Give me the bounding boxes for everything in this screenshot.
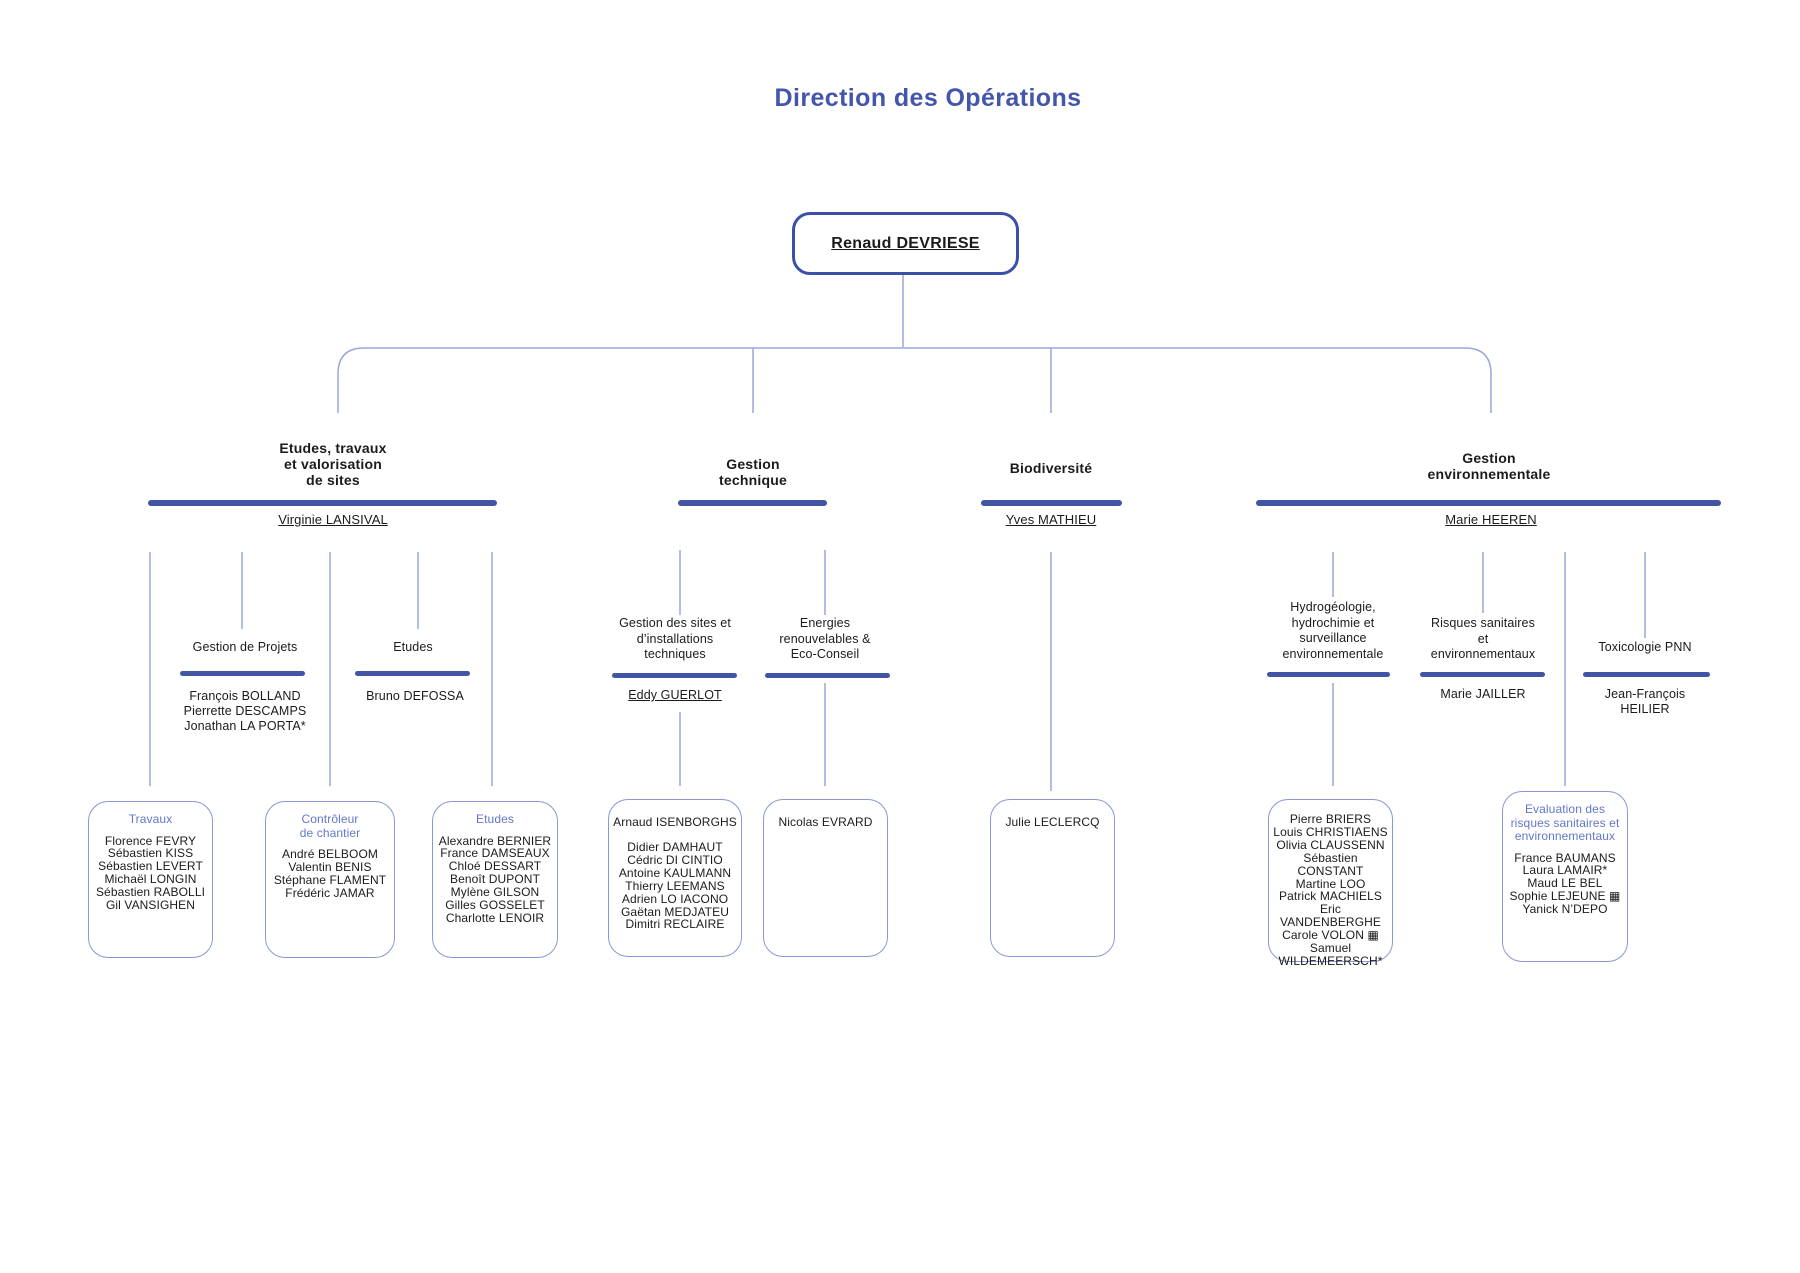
page-title: Direction des Opérations — [774, 84, 1082, 112]
unit-title-gestion-sites: Gestion des sites et d’installations tec… — [619, 616, 731, 661]
team-members-etudes: Alexandre BERNIER France DAMSEAUX Chloé … — [438, 833, 552, 925]
team-box-title-controleur: Contrôleur de chantier — [299, 812, 361, 840]
branch-title-gestion-env: Gestion environnementale — [1427, 450, 1551, 482]
unit-staff-gestion-projets: François BOLLAND Pierrette DESCAMPS Jona… — [183, 689, 307, 733]
team-box-controleur: Contrôleur de chantier André BELBOOM Val… — [265, 801, 395, 958]
unit-title-etudes: Etudes — [393, 640, 433, 654]
team-members-travaux: Florence FEVRY Sébastien KISS Sébastien … — [95, 833, 206, 913]
director-name: Renaud DEVRIESE — [831, 234, 980, 252]
unit-manager-toxicologie: Jean-François HEILIER — [1604, 687, 1686, 716]
director-node: Renaud DEVRIESE — [792, 212, 1019, 275]
unit-title-hydrogeologie: Hydrogéologie, hydrochimie et surveillan… — [1282, 600, 1384, 661]
branch-manager-biodiversite: Yves MATHIEU — [1005, 512, 1097, 527]
unit-underline-gestion-projets — [180, 671, 305, 676]
team-box-energies: Nicolas EVRARD — [763, 799, 888, 957]
unit-manager-risques: Marie JAILLER — [1440, 687, 1526, 701]
unit-title-gestion-projets: Gestion de Projets — [192, 640, 298, 654]
branch-underline-gestion-technique — [678, 500, 827, 506]
branch-manager-etudes-travaux: Virginie LANSIVAL — [278, 512, 388, 527]
unit-title-risques: Risques sanitaires et environnementaux — [1430, 616, 1536, 661]
branch-title-gestion-technique: Gestion technique — [719, 456, 787, 488]
unit-underline-toxicologie — [1583, 672, 1710, 677]
team-members-sites: Didier DAMHAUT Cédric DI CINTIO Antoine … — [618, 840, 732, 932]
team-box-title-travaux: Travaux — [128, 812, 173, 826]
team-box-title-evaluation-risques: Evaluation des risques sanitaires et env… — [1510, 802, 1620, 843]
unit-underline-risques — [1420, 672, 1545, 677]
branch-underline-biodiversite — [981, 500, 1122, 506]
branch-manager-gestion-env: Marie HEEREN — [1445, 512, 1537, 527]
team-box-evaluation-risques: Evaluation des risques sanitaires et env… — [1502, 791, 1628, 962]
team-lead-biodiversite: Julie LECLERCQ — [1005, 815, 1100, 829]
unit-manager-gestion-sites: Eddy GUERLOT — [628, 688, 722, 702]
unit-title-toxicologie: Toxicologie PNN — [1598, 640, 1692, 654]
team-box-hydrogeologie: Pierre BRIERS Louis CHRISTIAENS Olivia C… — [1268, 799, 1393, 967]
unit-underline-hydrogeologie — [1267, 672, 1390, 677]
team-box-biodiversite: Julie LECLERCQ — [990, 799, 1115, 957]
unit-staff-etudes: Bruno DEFOSSA — [366, 689, 464, 703]
team-members-controleur: André BELBOOM Valentin BENIS Stéphane FL… — [273, 847, 387, 900]
team-lead-energies: Nicolas EVRARD — [778, 815, 873, 829]
team-box-sites: Arnaud ISENBORGHS Didier DAMHAUT Cédric … — [608, 799, 742, 957]
branch-title-biodiversite: Biodiversité — [1009, 460, 1093, 476]
branch-underline-etudes-travaux — [148, 500, 497, 506]
team-box-etudes: Etudes Alexandre BERNIER France DAMSEAUX… — [432, 801, 558, 958]
branch-title-etudes-travaux: Etudes, travaux et valorisation de sites — [279, 440, 387, 488]
unit-title-energies: Energies renouvelables & Eco-Conseil — [779, 616, 871, 661]
team-members-hydrogeologie: Pierre BRIERS Louis CHRISTIAENS Olivia C… — [1273, 812, 1388, 968]
unit-underline-etudes — [355, 671, 470, 676]
team-lead-sites: Arnaud ISENBORGHS — [613, 815, 737, 829]
unit-underline-gestion-sites — [612, 673, 737, 678]
team-box-title-etudes: Etudes — [476, 812, 514, 826]
branch-underline-gestion-env — [1256, 500, 1721, 506]
team-members-evaluation-risques: France BAUMANS Laura LAMAIR* Maud LE BEL… — [1509, 850, 1621, 917]
team-box-travaux: Travaux Florence FEVRY Sébastien KISS Sé… — [88, 801, 213, 958]
unit-underline-energies — [765, 673, 890, 678]
